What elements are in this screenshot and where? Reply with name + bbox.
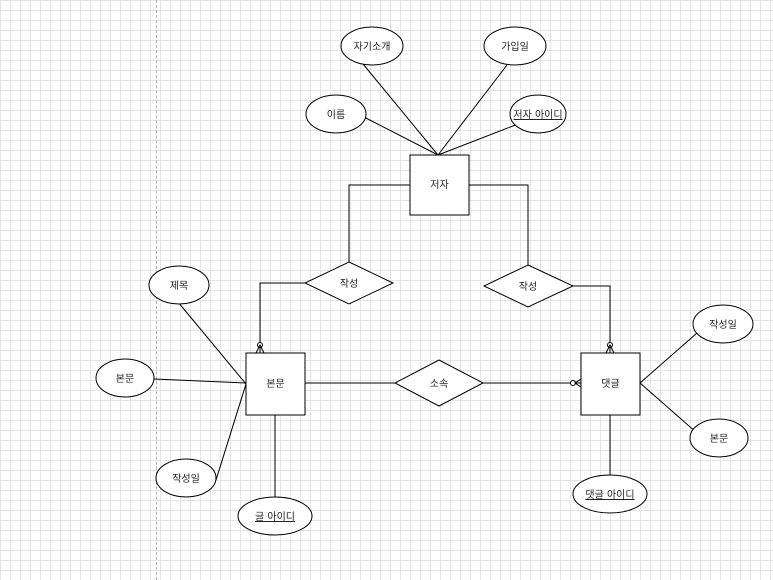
attribute-post-id-label: 글 아이디 bbox=[255, 511, 295, 523]
attribute-comment-date-label: 작성일 bbox=[709, 319, 737, 331]
connector-author-writes-post-top bbox=[348, 184, 410, 262]
entity-comment[interactable]: 댓글 bbox=[580, 352, 641, 416]
attribute-comment-body[interactable]: 본문 bbox=[689, 418, 749, 458]
attribute-comment-date[interactable]: 작성일 bbox=[692, 304, 754, 344]
attribute-author-id[interactable]: 저자 아이디 bbox=[509, 94, 567, 134]
attribute-author-name[interactable]: 이름 bbox=[305, 94, 367, 134]
attribute-post-date[interactable]: 작성일 bbox=[155, 458, 217, 498]
connector-post-title bbox=[177, 301, 247, 385]
connector-comment-body bbox=[639, 382, 698, 434]
connector-comment-date bbox=[639, 332, 698, 384]
connector-author-name bbox=[361, 115, 439, 156]
relationship-author-writes-post-label: 작성 bbox=[340, 278, 358, 290]
connector-post-date bbox=[215, 383, 247, 481]
attribute-post-id[interactable]: 글 아이디 bbox=[237, 496, 313, 536]
relationship-author-writes-post[interactable]: 작성 bbox=[303, 261, 395, 305]
connector-author-intro bbox=[362, 63, 439, 156]
attribute-author-joined[interactable]: 가입일 bbox=[483, 26, 547, 66]
relationship-author-writes-comment[interactable]: 작성 bbox=[482, 264, 575, 308]
connector-post-body bbox=[153, 378, 247, 384]
attribute-author-id-label: 저자 아이디 bbox=[513, 109, 562, 121]
entity-author-label: 저자 bbox=[430, 179, 448, 191]
entity-post-label: 본문 bbox=[266, 378, 284, 390]
attribute-post-date-label: 작성일 bbox=[172, 473, 200, 485]
attribute-post-body[interactable]: 본문 bbox=[95, 358, 155, 398]
comment-many-marker bbox=[605, 343, 615, 354]
entity-comment-label: 댓글 bbox=[601, 378, 619, 390]
connector-author-writes-post-bottom bbox=[259, 282, 305, 353]
attribute-post-title[interactable]: 제목 bbox=[148, 265, 210, 305]
connector-author-joined bbox=[437, 64, 508, 156]
connector-author-writes-comment-top bbox=[469, 184, 529, 265]
relationship-connectors bbox=[255, 180, 615, 388]
attribute-author-joined-label: 가입일 bbox=[501, 40, 529, 53]
post-many-marker bbox=[255, 343, 265, 354]
attribute-author-name-label: 이름 bbox=[327, 109, 345, 121]
attribute-post-body-label: 본문 bbox=[116, 373, 134, 385]
attribute-post-title-label: 제목 bbox=[170, 280, 188, 292]
comment-belongs-many-marker bbox=[574, 378, 582, 388]
attribute-connectors bbox=[153, 63, 698, 500]
connector-author-writes-comment-bottom bbox=[573, 285, 611, 353]
attribute-comment-body-label: 본문 bbox=[710, 433, 728, 445]
relationship-post-belongs-comment-label: 소속 bbox=[430, 378, 448, 390]
relationship-author-writes-comment-label: 작성 bbox=[519, 281, 537, 293]
attribute-comment-id[interactable]: 댓글 아이디 bbox=[572, 474, 648, 514]
entity-post[interactable]: 본문 bbox=[245, 352, 306, 416]
attribute-author-intro[interactable]: 자기소개 bbox=[340, 26, 404, 66]
entity-author[interactable]: 저자 bbox=[409, 154, 470, 216]
attribute-author-intro-label: 자기소개 bbox=[354, 41, 391, 53]
connector-author-id bbox=[437, 123, 519, 156]
attribute-comment-id-label: 댓글 아이디 bbox=[585, 489, 634, 501]
relationship-post-belongs-comment[interactable]: 소속 bbox=[393, 359, 485, 407]
